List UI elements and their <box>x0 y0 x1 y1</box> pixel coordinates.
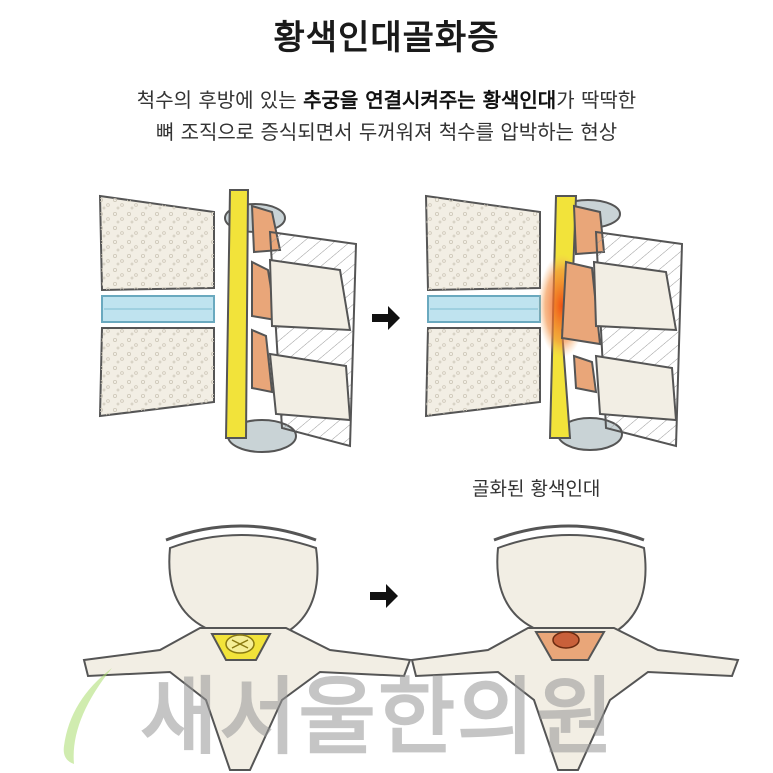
watermark-text: 새서울한의원 <box>140 668 616 766</box>
sagittal-ossified <box>424 194 684 451</box>
page-title: 황색인대골화증 <box>273 18 500 58</box>
description-text-2: 가 딱딱한 <box>556 88 637 112</box>
lamina-lower <box>268 352 352 422</box>
vertebral-body-axial <box>168 534 319 631</box>
description: 척수의 후방에 있는 추궁을 연결시켜주는 황색인대가 딱딱한 뼈 조직으로 증… <box>0 84 773 148</box>
ossified-ligament-caption: 골화된 황색인대 <box>472 478 601 500</box>
description-text-1: 척수의 후방에 있는 <box>136 88 304 112</box>
leaf-logo-icon <box>63 668 112 764</box>
arrow-right-icon <box>372 306 400 330</box>
sagittal-normal <box>98 189 358 453</box>
lamina-upper <box>268 258 352 332</box>
arrow-right-icon <box>370 584 398 608</box>
description-bold-text: 추궁을 연결시켜주는 황색인대 <box>303 88 557 112</box>
vertebral-arch-axial <box>82 627 412 771</box>
spinal-cord <box>224 189 250 439</box>
ossified-ligament <box>560 260 602 346</box>
description-line-1: 척수의 후방에 있는 추궁을 연결시켜주는 황색인대가 딱딱한 <box>0 84 773 116</box>
axial-ossified <box>410 524 740 771</box>
axial-normal <box>82 524 412 771</box>
description-line-2: 뼈 조직으로 증식되면서 두꺼워져 척수를 압박하는 현상 <box>155 120 618 144</box>
